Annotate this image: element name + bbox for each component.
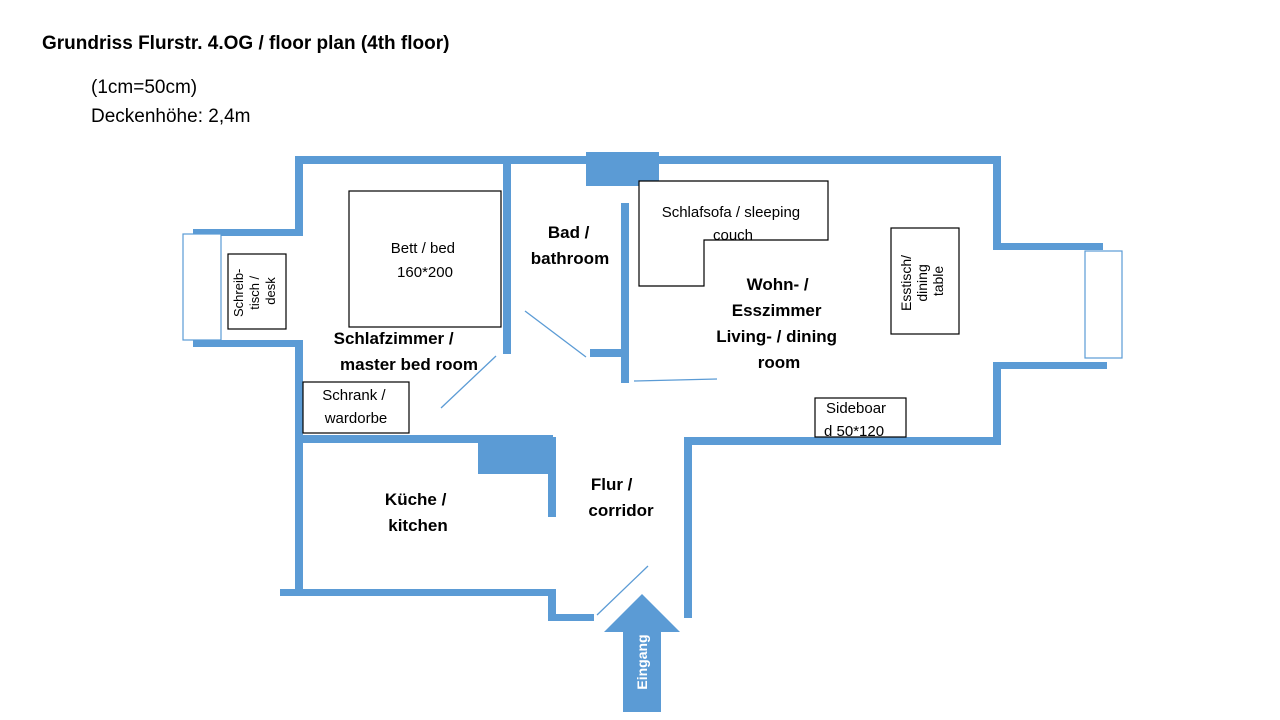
- wardrobe: [302, 381, 410, 434]
- bed: [348, 190, 502, 328]
- door-bedroom: [440, 355, 497, 409]
- chimney-block: [586, 152, 659, 186]
- entrance-label: Eingang: [634, 634, 650, 689]
- sideboard-label: Sideboar d 50*120: [824, 400, 890, 440]
- window-left: [182, 233, 222, 341]
- wall-left-window-bottom: [193, 340, 303, 347]
- wall-top-right: [657, 156, 1000, 164]
- kitchen-block: [478, 437, 553, 474]
- wall-living-bottom: [685, 437, 1001, 445]
- wall-right-window-bottom: [993, 362, 1107, 369]
- door-living: [633, 378, 718, 382]
- wall-left-lower: [295, 340, 303, 590]
- svg-text:Esstisch/ dining t: Esstisch/ dining table: [898, 251, 946, 311]
- desk: [227, 253, 287, 330]
- walls: [193, 152, 1107, 621]
- wall-kitchen-top: [295, 435, 553, 443]
- wall-corridor-right: [684, 437, 692, 618]
- wall-bath-right: [621, 203, 629, 383]
- dining-table: [890, 227, 960, 335]
- doors: [440, 310, 718, 616]
- wall-kitchen-right: [548, 437, 556, 517]
- sideboard: [814, 397, 907, 438]
- scale-note: (1cm=50cm): [91, 77, 198, 98]
- room-label-bathroom: Bad / bathroom: [531, 223, 609, 268]
- door-entrance: [596, 565, 649, 616]
- wall-left-window-top: [193, 229, 303, 236]
- wall-right-lower: [993, 362, 1001, 445]
- window-right: [1084, 250, 1123, 359]
- bed-label: Bett / bed 160*200: [391, 240, 459, 281]
- room-label-bedroom: Schlafzimmer / master bed room: [334, 329, 478, 374]
- room-label-corridor: Flur / corridor: [588, 475, 654, 520]
- room-label-living: Wohn- / Esszimmer Living- / dining room: [716, 275, 842, 372]
- ceiling-height-note: Deckenhöhe: 2,4m: [91, 106, 251, 127]
- wall-left-upper: [295, 156, 303, 236]
- desk-label: Schreib- tisch / desk: [231, 265, 278, 317]
- wall-right-upper: [993, 156, 1001, 250]
- wall-right-window-top: [993, 243, 1103, 250]
- svg-text:Schreib- tisch / d: Schreib- tisch / desk: [231, 265, 278, 317]
- svg-text:Eingang: Eingang: [634, 634, 650, 689]
- room-label-kitchen: Küche / kitchen: [385, 490, 451, 535]
- door-bathroom: [524, 310, 587, 358]
- entrance-arrow-icon: [604, 594, 680, 712]
- sleeping-couch: [638, 180, 829, 287]
- wall-bottom-left: [280, 589, 555, 596]
- wall-bottom-step: [548, 589, 556, 621]
- dining-table-label: Esstisch/ dining table: [898, 251, 946, 311]
- wall-bottom-entry: [548, 614, 594, 621]
- wall-bath-left: [503, 160, 511, 354]
- sleeping-couch-label: Schlafsofa / sleeping couch: [662, 204, 805, 244]
- wardrobe-label: Schrank / wardorbe: [322, 387, 390, 427]
- wall-bath-stub: [590, 349, 629, 357]
- wall-top-left: [295, 156, 588, 164]
- plan-title: Grundriss Flurstr. 4.OG / floor plan (4t…: [42, 33, 450, 54]
